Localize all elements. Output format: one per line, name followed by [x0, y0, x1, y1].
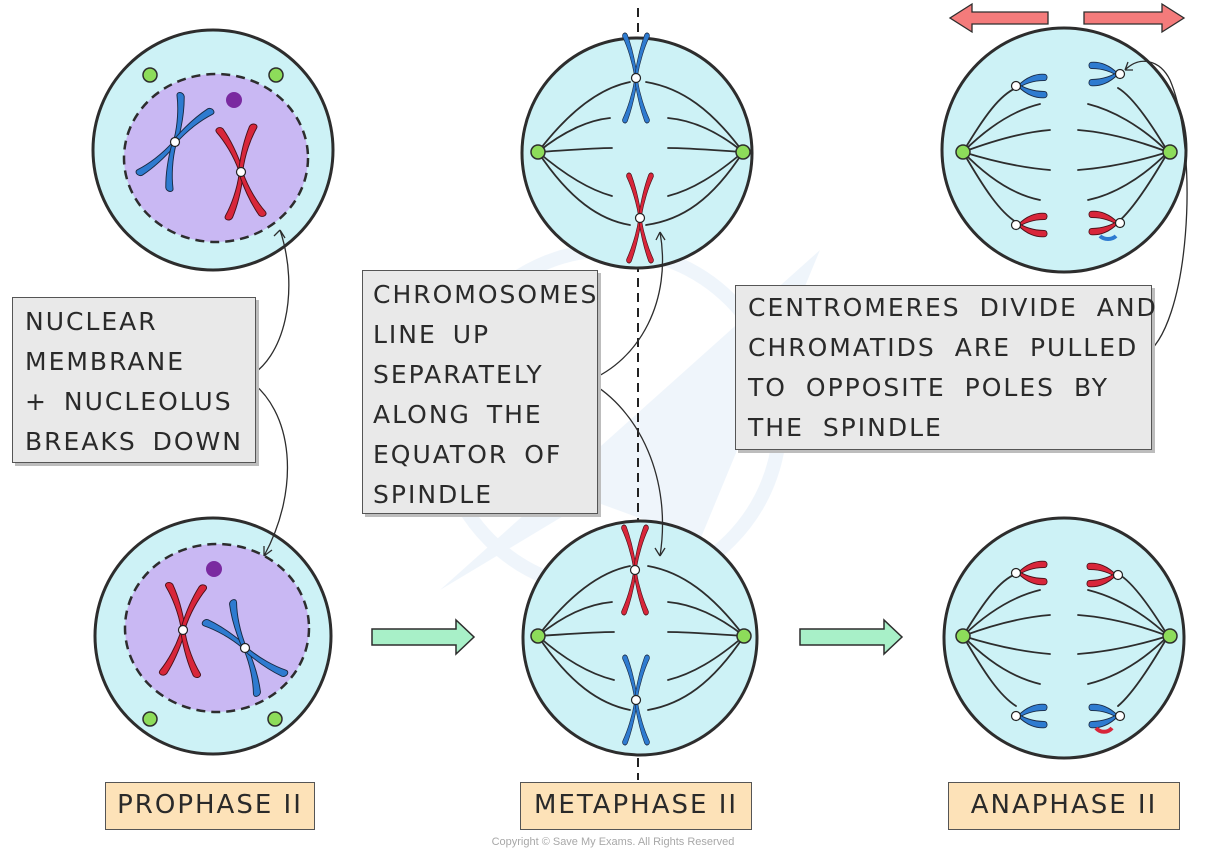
note-line: TO OPPOSITE POLES BY	[748, 373, 1110, 402]
note-line: CHROMOSOMES	[373, 280, 599, 309]
note-line: + NUCLEOLUS	[25, 387, 233, 416]
nuclear-breakdown-note: NUCLEAR MEMBRANE + NUCLEOLUS BREAKS DOWN	[12, 297, 256, 463]
copyright-text: Copyright © Save My Exams. All Rights Re…	[491, 836, 735, 848]
prophase-cell-bottom	[93, 516, 333, 756]
note-line: EQUATOR OF	[373, 440, 563, 469]
note-line: ALONG THE	[373, 400, 543, 429]
note-line: BREAKS DOWN	[25, 427, 243, 456]
metaphase-to-anaphase-arrow	[799, 618, 904, 656]
chromosomes-line-up-note: CHROMOSOMES LINE UP SEPARATELY ALONG THE…	[362, 270, 598, 514]
prophase-label: PROPHASE II	[105, 782, 315, 830]
metaphase-cell-top	[520, 32, 754, 270]
note-line: NUCLEAR	[25, 307, 158, 336]
anaphase-cell-bottom	[942, 516, 1186, 760]
prophase-to-metaphase-arrow	[371, 618, 476, 656]
note-line: SPINDLE	[373, 480, 493, 509]
pole-arrow-right	[1083, 2, 1186, 34]
note-line: CHROMATIDS ARE PULLED	[748, 333, 1139, 362]
pole-arrow-left	[948, 2, 1049, 34]
note-line: LINE UP	[373, 320, 491, 349]
anaphase-label: ANAPHASE II	[948, 782, 1180, 830]
centromeres-divide-note: CENTROMERES DIVIDE AND CHROMATIDS ARE PU…	[735, 285, 1158, 450]
annotation-connectors	[245, 60, 1188, 557]
metaphase-cell-bottom	[521, 519, 759, 757]
anaphase-cell-top	[940, 26, 1188, 274]
note-line: MEMBRANE	[25, 347, 186, 376]
prophase-cell-top	[91, 28, 335, 272]
metaphase-label: METAPHASE II	[520, 782, 752, 830]
note-line: CENTROMERES DIVIDE AND	[748, 293, 1158, 322]
note-line: THE SPINDLE	[748, 413, 943, 442]
note-line: SEPARATELY	[373, 360, 544, 389]
